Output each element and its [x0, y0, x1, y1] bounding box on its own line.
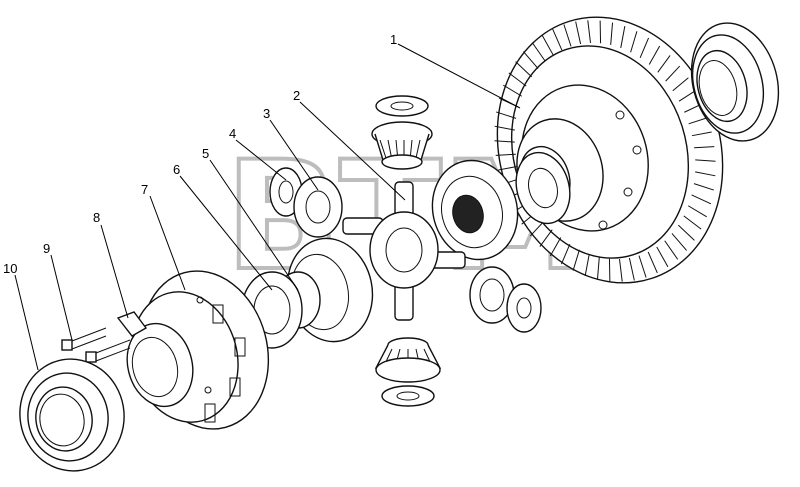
spider-cross [342, 181, 466, 321]
bearing-right [690, 22, 780, 142]
callout-1: 1 [390, 32, 397, 47]
upper-pinion-stack [371, 95, 433, 170]
callout-6: 6 [173, 162, 180, 177]
callout-10: 10 [3, 261, 17, 276]
part-10-bearing-left [19, 358, 125, 472]
part-7-case-half [126, 270, 270, 430]
lower-pinion-stack [374, 337, 442, 407]
part-2-side-gear [431, 151, 571, 261]
callout-9: 9 [43, 241, 50, 256]
part-3-4-pinion-washer [269, 167, 343, 238]
right-pinion-stack [469, 266, 542, 333]
callout-7: 7 [141, 182, 148, 197]
callout-leaders [14, 43, 521, 371]
callout-4: 4 [229, 126, 236, 141]
callout-5: 5 [202, 146, 209, 161]
part-9-bolts [61, 327, 131, 363]
callout-3: 3 [263, 106, 270, 121]
callout-labels: 1 2 3 4 5 6 7 8 9 10 [3, 32, 397, 276]
callout-8: 8 [93, 210, 100, 225]
callout-2: 2 [293, 88, 300, 103]
part-8-lock-plate [116, 311, 148, 337]
